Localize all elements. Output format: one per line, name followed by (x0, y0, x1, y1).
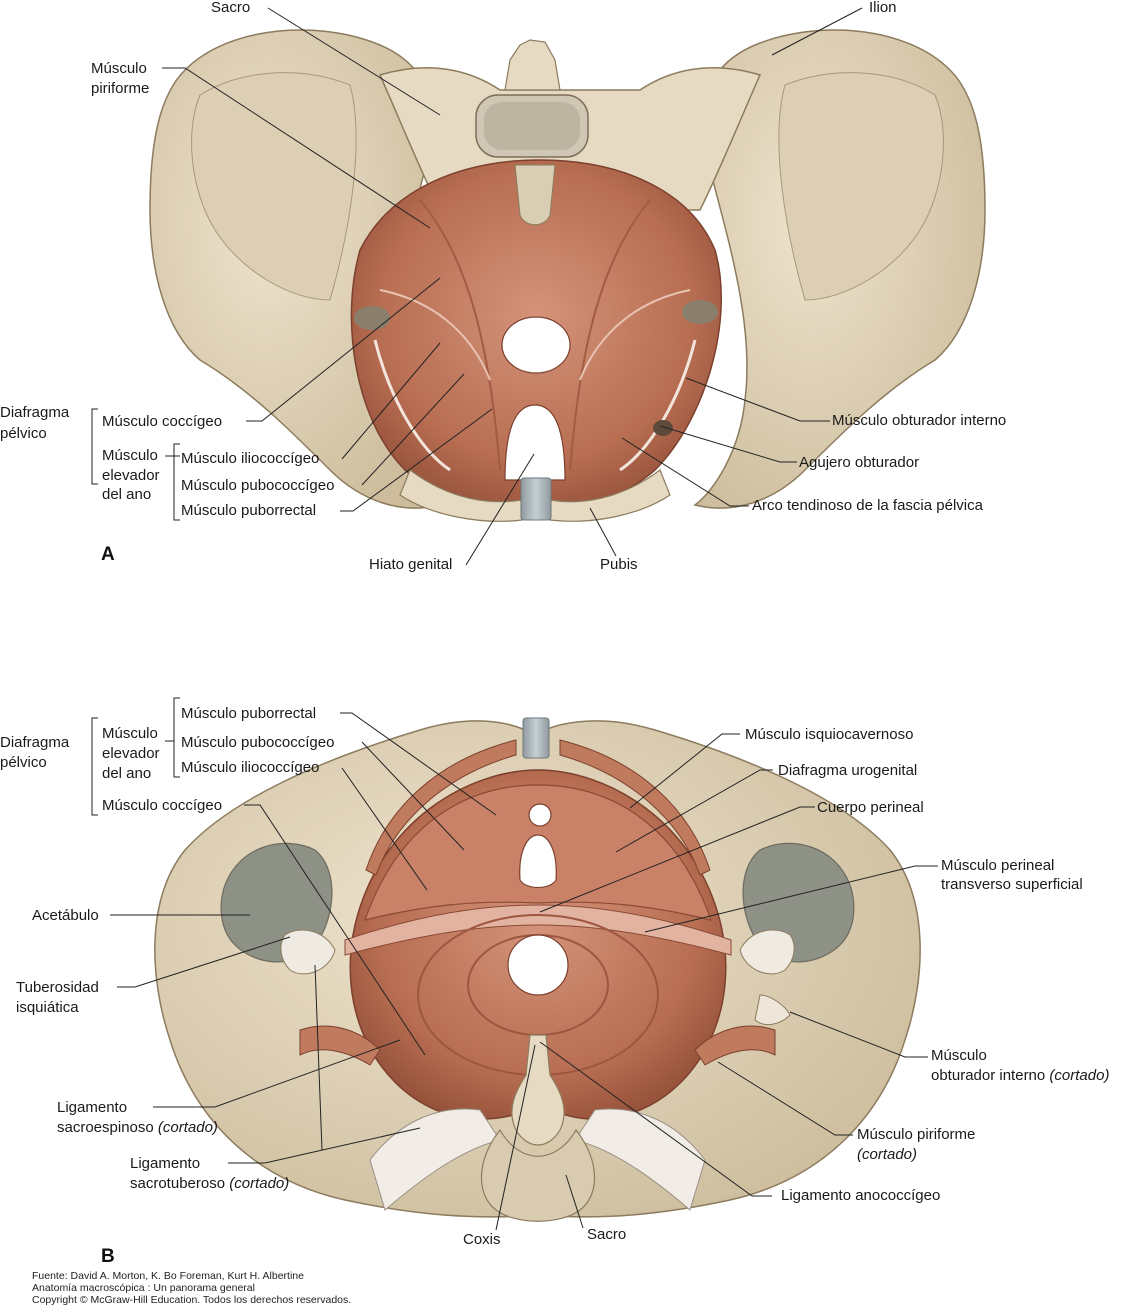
label-piriforme-b-cortado: (cortado) (857, 1146, 918, 1163)
label-iliococcigeo-b: Músculo iliococcígeo (181, 759, 320, 776)
label-elevador-a-line3: del ano (102, 486, 152, 503)
label-obturador-b-text: obturador interno (931, 1067, 1046, 1084)
rectal-hiatus (501, 316, 571, 374)
label-obturador-b-line2: obturador interno (cortado) (931, 1067, 1109, 1085)
label-anococcigeo: Ligamento anococcígeo (781, 1187, 941, 1204)
anal-opening (507, 934, 569, 996)
label-sacrotuberoso-cortado: (cortado) (229, 1175, 290, 1192)
sacrum-b (480, 1128, 596, 1222)
label-piriforme-a-line2: piriforme (91, 80, 150, 97)
label-diafragma-pelvico-a-line2: pélvico (0, 425, 47, 442)
pubic-symphysis-a (520, 477, 552, 521)
label-diafragma-urogenital: Diafragma urogenital (778, 762, 918, 779)
coccyx-b (511, 1034, 565, 1146)
label-tuberosidad-line1: Tuberosidad (16, 979, 99, 996)
panel-a-illustration (91, 7, 986, 566)
label-sacrotuberoso-line2: sacrotuberoso (cortado) (130, 1175, 289, 1193)
label-sacro-b: Sacro (587, 1226, 627, 1243)
credit-line-2: Anatomía macroscópica : Un panorama gene… (32, 1282, 255, 1294)
label-elevador-b-line1: Músculo (102, 725, 158, 742)
panel-b-leader-lines (91, 697, 938, 1231)
left-ischial-tuberosity (280, 929, 336, 975)
label-pubococcigeo-a: Músculo pubococcígeo (181, 477, 335, 494)
label-obturador-interno-a: Músculo obturador interno (832, 412, 1007, 429)
credit-line-1: Fuente: David A. Morton, K. Bo Foreman, … (32, 1270, 304, 1282)
label-piriforme-b-line2: (cortado) (857, 1146, 917, 1164)
transverse-perineal-band (344, 904, 732, 956)
label-elevador-b-line2: elevador (102, 745, 160, 762)
panel-b-illustration (91, 697, 938, 1231)
label-isquiocavernoso: Músculo isquiocavernoso (745, 726, 914, 743)
label-sacro-a: Sacro (211, 0, 251, 16)
label-cuerpo-perineal: Cuerpo perineal (817, 799, 924, 816)
label-piriforme-a-line1: Músculo (91, 60, 147, 77)
panel-letter-b: B (101, 1246, 115, 1267)
label-obturador-b-cortado: (cortado) (1049, 1067, 1110, 1084)
source-credit: Fuente: David A. Morton, K. Bo Foreman, … (32, 1270, 351, 1306)
label-tuberosidad-line2: isquiática (16, 999, 79, 1016)
credit-line-3: Copyright © McGraw-Hill Education. Todos… (32, 1294, 352, 1306)
label-perineal-transverso-line2: transverso superficial (941, 876, 1083, 893)
label-diafragma-pelvico-b-line2: pélvico (0, 754, 47, 771)
label-acetabulo: Acetábulo (32, 907, 99, 924)
label-arco-tendinoso: Arco tendinoso de la fascia pélvica (752, 497, 983, 514)
label-diafragma-pelvico-b-line1: Diafragma (0, 734, 70, 751)
genital-hiatus-opening (504, 404, 566, 481)
panel-a-leader-lines (91, 7, 863, 566)
label-sacrotuberoso-line1: Ligamento (130, 1155, 201, 1172)
pubic-symphysis-b (522, 717, 550, 759)
label-coccigeo-b: Músculo coccígeo (102, 797, 223, 814)
label-sacroespinoso-line2: sacroespinoso (cortado) (57, 1119, 218, 1137)
label-elevador-b-line3: del ano (102, 765, 152, 782)
label-puborrectal-b: Músculo puborrectal (181, 705, 317, 722)
label-coxis: Coxis (463, 1231, 501, 1248)
label-elevador-a-line1: Músculo (102, 447, 158, 464)
right-ischial-tuberosity (739, 929, 795, 975)
label-coccigeo-a: Músculo coccígeo (102, 413, 223, 430)
panel-letter-a: A (101, 544, 115, 565)
label-sacroespinoso-text: sacroespinoso (57, 1119, 154, 1136)
label-agujero-obturador: Agujero obturador (799, 454, 920, 471)
label-elevador-a-line2: elevador (102, 467, 160, 484)
label-iliococcigeo-a: Músculo iliococcígeo (181, 450, 320, 467)
label-puborrectal-a: Músculo puborrectal (181, 502, 317, 519)
label-ilion: Ilion (869, 0, 897, 16)
label-hiato-genital: Hiato genital (369, 556, 453, 573)
label-perineal-transverso-line1: Músculo perineal (941, 857, 1055, 874)
vertebra-spine (504, 39, 561, 91)
label-obturador-b-line1: Músculo (931, 1047, 987, 1064)
label-sacroespinoso-line1: Ligamento (57, 1099, 128, 1116)
label-sacrotuberoso-text: sacrotuberoso (130, 1175, 226, 1192)
label-pubococcigeo-b: Músculo pubococcígeo (181, 734, 335, 751)
label-piriforme-b-line1: Músculo piriforme (857, 1126, 976, 1143)
label-sacroespinoso-cortado: (cortado) (157, 1119, 218, 1136)
label-diafragma-pelvico-a-line1: Diafragma (0, 404, 70, 421)
label-pubis: Pubis (600, 556, 638, 573)
